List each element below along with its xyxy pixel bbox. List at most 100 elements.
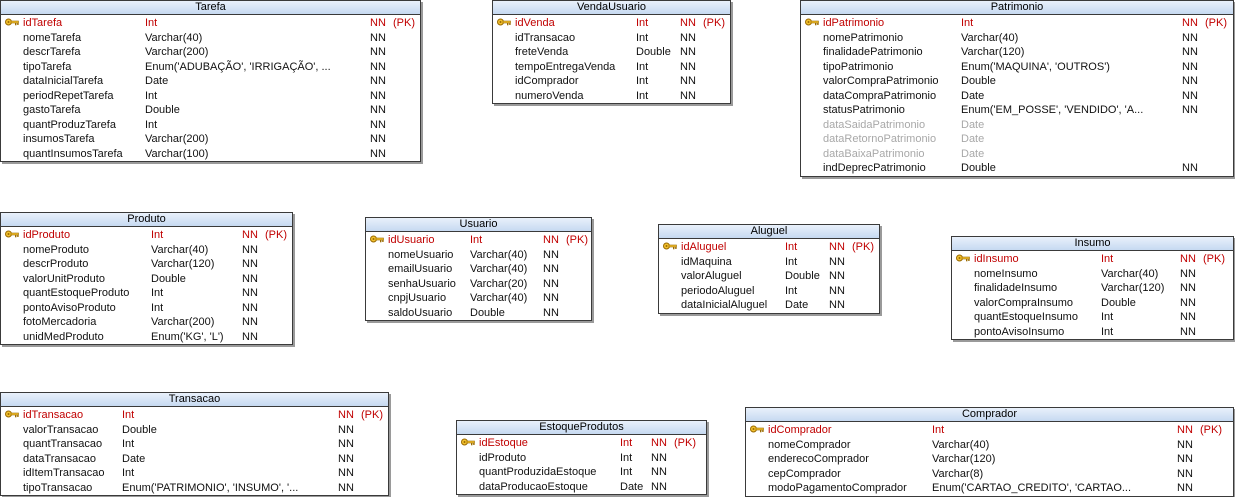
column-name: periodRepetTarefa <box>23 89 114 102</box>
column-flags: NN <box>370 147 386 160</box>
table-title[interactable]: Comprador <box>746 408 1233 422</box>
column-type: Varchar(40) <box>932 438 990 451</box>
table-title[interactable]: Usuario <box>366 218 591 232</box>
table-title[interactable]: VendaUsuario <box>493 1 730 15</box>
column-flags: NN <box>543 248 559 261</box>
table-title[interactable]: Insumo <box>952 237 1233 251</box>
table-title[interactable]: EstoqueProdutos <box>457 421 706 435</box>
table-title[interactable]: Transacao <box>1 393 388 407</box>
column-flags: NN <box>1177 467 1193 480</box>
column-name: dataProducaoEstoque <box>479 480 588 493</box>
column-flags: NN <box>543 292 559 304</box>
table-title[interactable]: Aluguel <box>659 225 879 239</box>
column-name: valorCompraPatrimonio <box>823 75 939 87</box>
column-name: valorCompraInsumo <box>974 296 1074 309</box>
table-title[interactable]: Produto <box>1 213 292 227</box>
table-title[interactable]: Patrimonio <box>801 1 1233 15</box>
column-flags: NN <box>651 480 667 493</box>
column-pk: (PK) <box>361 409 383 421</box>
table-title[interactable]: Tarefa <box>1 1 420 15</box>
key-icon <box>5 16 19 26</box>
column-name: quantEstoqueInsumo <box>974 311 1078 323</box>
